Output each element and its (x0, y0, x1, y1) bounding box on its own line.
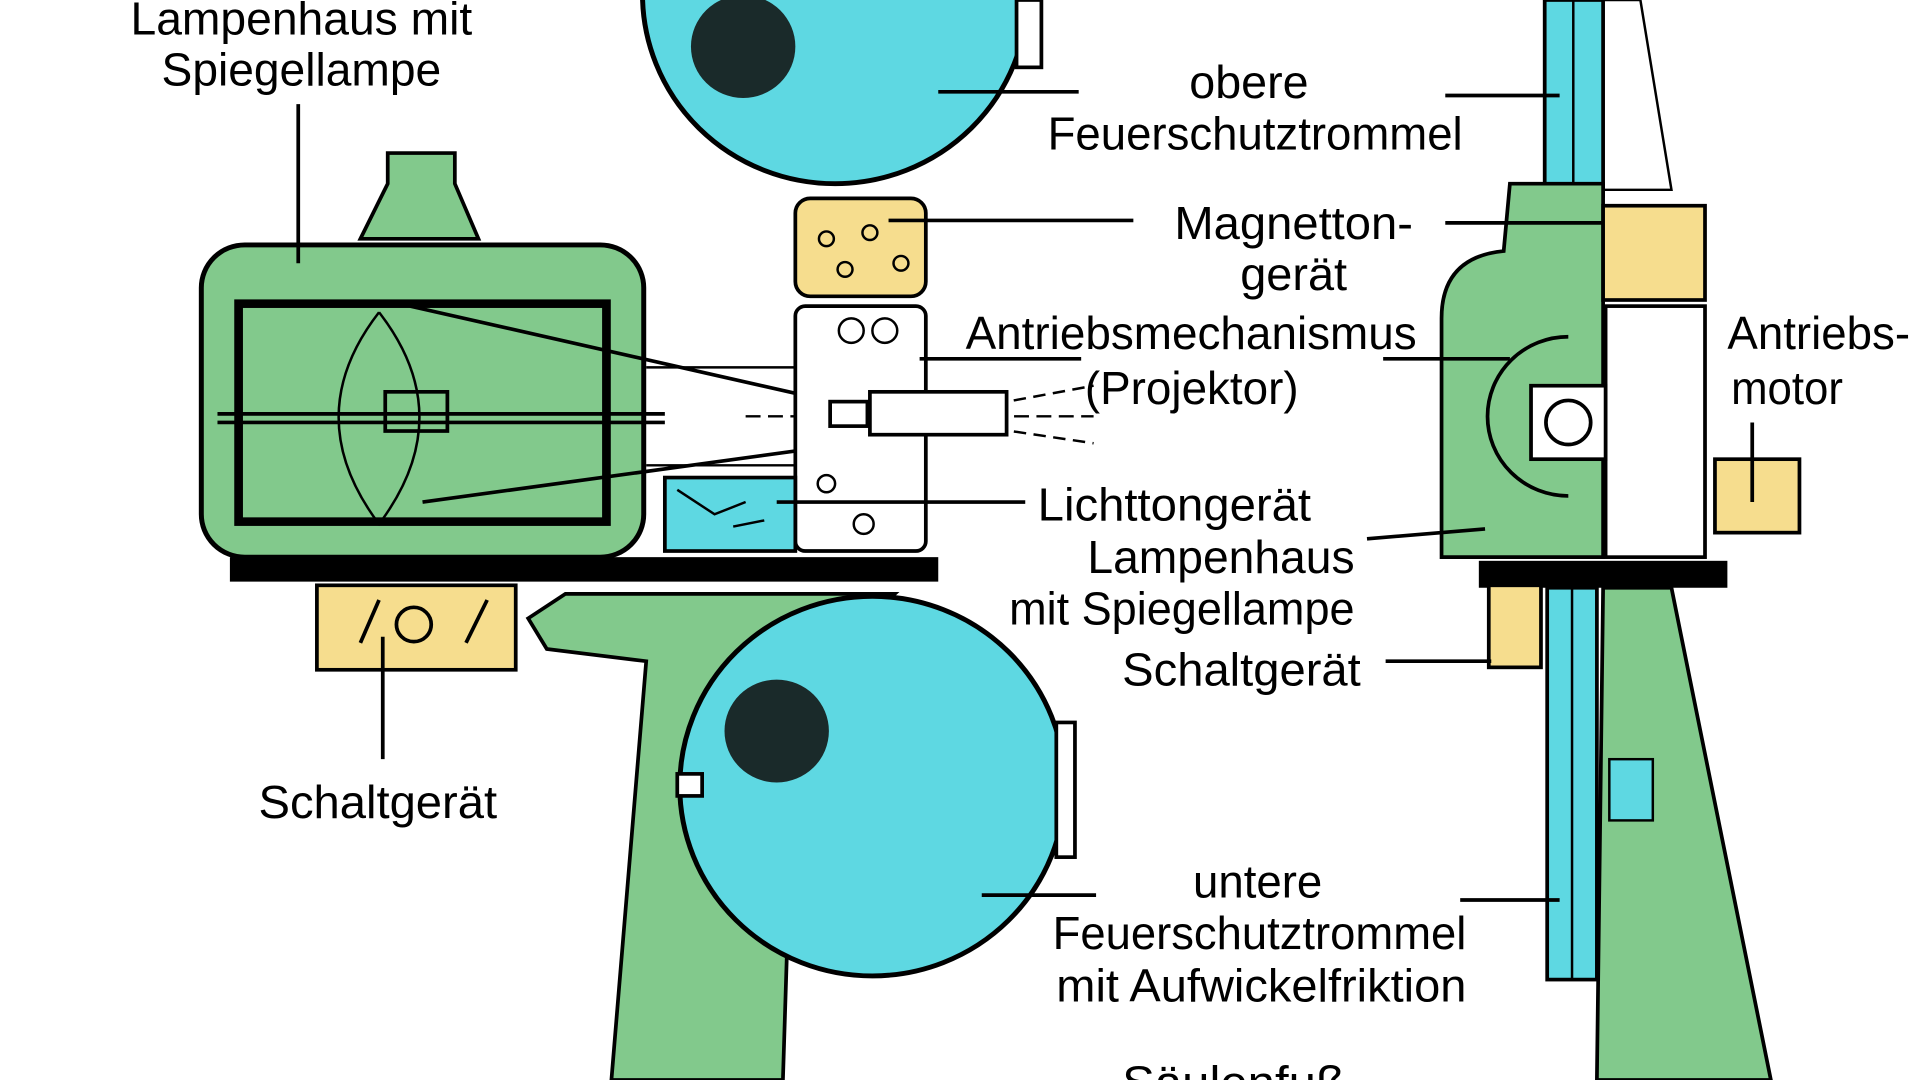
label-magnetic-sound-1: Magnetton- (1174, 197, 1413, 249)
lamp-bulb (383, 390, 450, 433)
leader-lines (296, 90, 1755, 902)
upper-reel-hub (690, 0, 796, 98)
label-drive-mechanism-1: Antriebsmechanismus (966, 307, 1417, 359)
base-plate (229, 557, 939, 582)
label-drive-mechanism-2: (Projektor) (1085, 362, 1299, 414)
label-column-foot: Säulenfuß (1122, 1057, 1346, 1080)
labels: Lampenhaus mit Spiegellampe obere Feuers… (130, 0, 1910, 1080)
projector-side-view (1439, 0, 1802, 1080)
label-lamp-house-right-2: mit Spiegellampe (1009, 583, 1354, 635)
side-drive-motor (1713, 457, 1802, 535)
label-switch-gear-right: Schaltgerät (1122, 644, 1361, 696)
label-lower-drum-1: untere (1193, 856, 1322, 908)
label-lamp-house-1: Lampenhaus mit (130, 0, 472, 44)
lower-reel-hub (724, 679, 829, 783)
label-switch-gear-left: Schaltgerät (258, 776, 497, 828)
label-upper-drum-1: obere (1189, 56, 1308, 108)
label-lower-drum-2: Feuerschutztrommel (1053, 907, 1467, 959)
sprocket-icons (817, 224, 910, 278)
label-optical-sound: Lichttongerät (1038, 479, 1311, 531)
label-lamp-house-2: Spiegellampe (162, 44, 442, 96)
label-lamp-house-right-1: Lampenhaus (1087, 531, 1354, 583)
label-drive-motor-2: motor (1731, 362, 1843, 414)
upper-drum-bracket (1014, 0, 1044, 70)
side-column (1595, 585, 1773, 1080)
lower-drum (677, 593, 1068, 979)
side-magnetic-sound-unit (1601, 203, 1707, 302)
projector-front-view (198, 0, 1094, 1080)
lower-drum-bracket (1054, 720, 1077, 859)
side-drive-housing (1603, 304, 1707, 559)
side-base-plate (1478, 560, 1728, 588)
switch-gear-left (315, 583, 518, 672)
label-magnetic-sound-2: gerät (1240, 249, 1347, 301)
side-upper-stand (1601, 0, 1673, 192)
side-lamp-house (1439, 181, 1605, 559)
label-drive-motor-1: Antriebs- (1727, 307, 1910, 359)
drum-latch (675, 772, 704, 798)
label-upper-drum-2: Feuerschutztrommel (1048, 108, 1463, 160)
side-switch-gear (1486, 583, 1543, 670)
label-lower-drum-3: mit Aufwickelfriktion (1056, 960, 1466, 1012)
lamp-chimney (357, 151, 482, 241)
projection-lens (868, 390, 1009, 437)
mirror-lens (337, 311, 421, 527)
magnetic-sound-unit (793, 196, 928, 299)
optical-sound-unit (662, 475, 798, 553)
